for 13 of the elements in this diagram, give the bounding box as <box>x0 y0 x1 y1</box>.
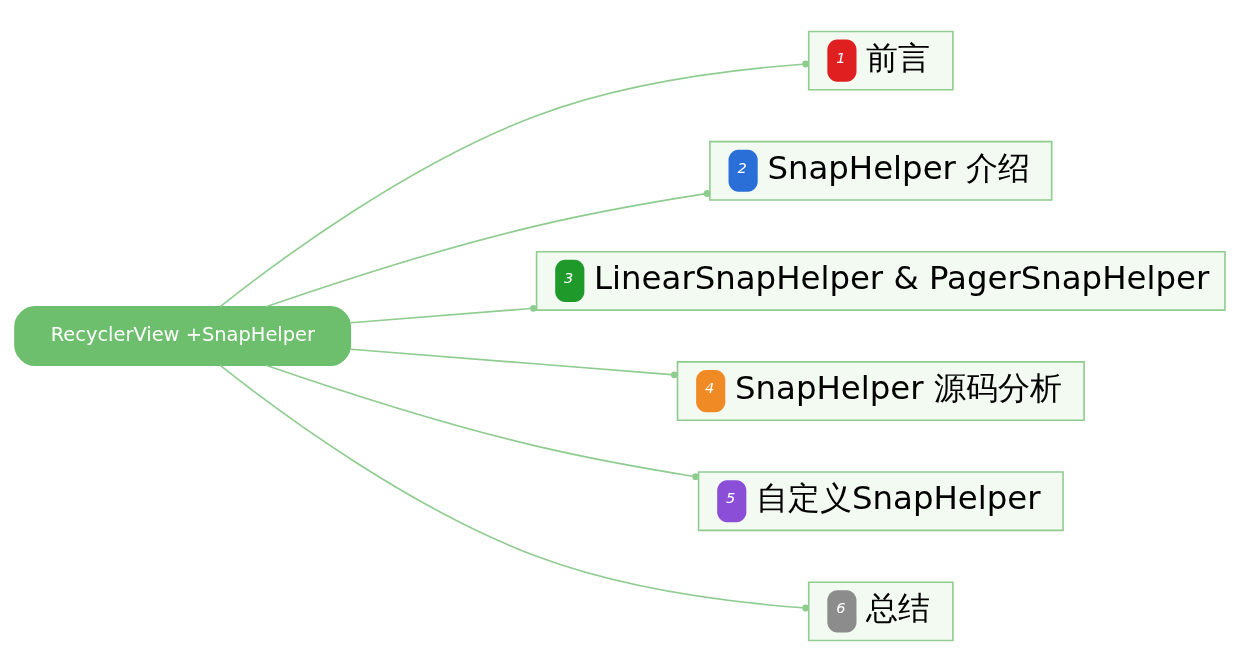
node-box: 2 SnapHelper 介绍 <box>709 140 1053 201</box>
connector <box>265 189 711 308</box>
connector <box>349 347 678 378</box>
connector <box>349 304 537 324</box>
node-box: 4 SnapHelper 源码分析 <box>676 360 1085 421</box>
node-box: 1 前言 <box>807 30 954 91</box>
connector <box>265 363 700 480</box>
node-box: RecyclerView +SnapHelper <box>14 305 352 366</box>
node-box: 5 自定义SnapHelper <box>697 470 1064 531</box>
connector <box>219 364 809 611</box>
node-box: 6 总结 <box>807 580 954 641</box>
node-box: 3 LinearSnapHelper & PagerSnapHelper <box>535 250 1226 311</box>
connector <box>219 60 809 307</box>
